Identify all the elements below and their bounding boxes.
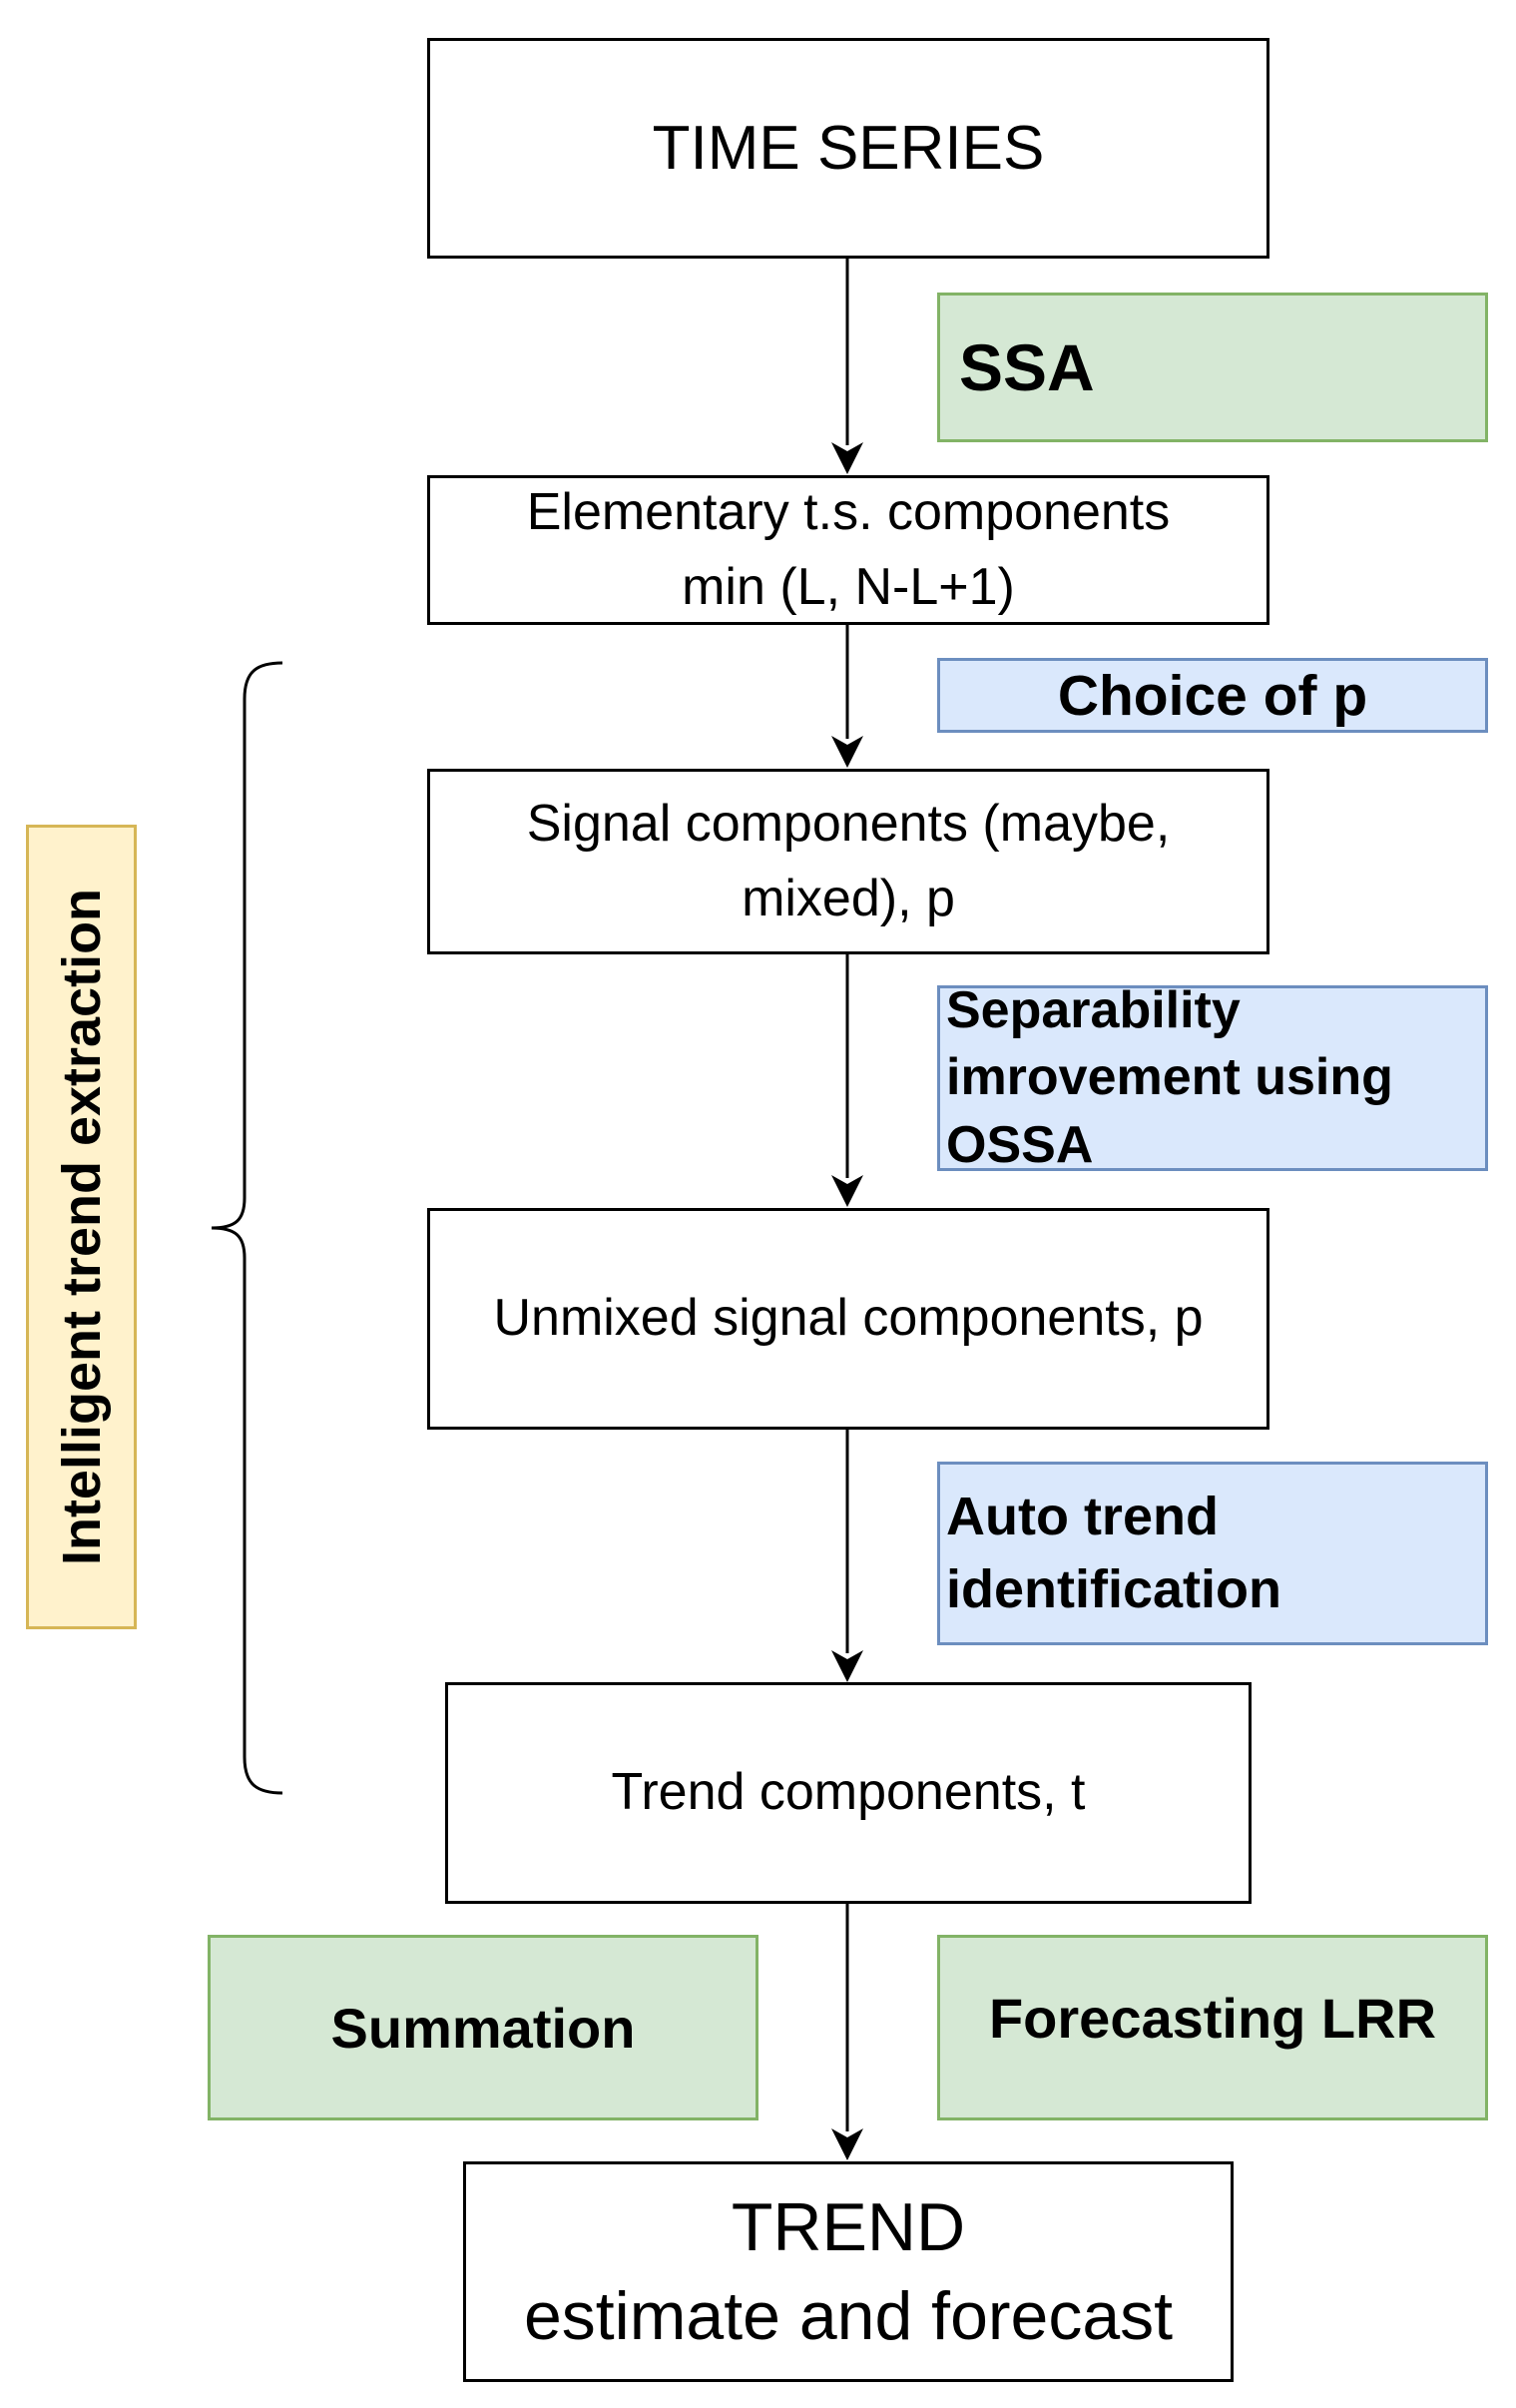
intelligent-trend-extraction-label: Intelligent trend extraction bbox=[26, 825, 137, 1629]
step-separability-line2: imrovement using bbox=[946, 1048, 1393, 1107]
arrow-unmixed-to-trend-components bbox=[831, 1429, 863, 1682]
step-summation-label: Summation bbox=[330, 1996, 636, 2060]
curly-brace bbox=[211, 661, 283, 1795]
node-trend-components-label: Trend components, t bbox=[611, 1763, 1086, 1822]
node-signal-components: Signal components (maybe, mixed), p bbox=[427, 769, 1269, 954]
step-auto-trend-line1: Auto trend bbox=[946, 1487, 1219, 1547]
node-time-series: TIME SERIES bbox=[427, 38, 1269, 259]
arrow-trend-components-to-trend bbox=[831, 1904, 863, 2160]
step-separability-line3: OSSA bbox=[946, 1115, 1094, 1174]
arrow-elementary-to-signal bbox=[831, 625, 863, 768]
node-elementary-components: Elementary t.s. components min (L, N-L+1… bbox=[427, 475, 1269, 625]
step-auto-trend-identification: Auto trend identification bbox=[937, 1462, 1488, 1645]
node-signal-line1: Signal components (maybe, bbox=[526, 794, 1171, 853]
node-trend-estimate-forecast: TREND estimate and forecast bbox=[463, 2161, 1234, 2382]
step-choice-of-p: Choice of p bbox=[937, 658, 1488, 733]
arrow-signal-to-unmixed bbox=[831, 954, 863, 1207]
node-unmixed-label: Unmixed signal components, p bbox=[493, 1289, 1204, 1348]
node-time-series-label: TIME SERIES bbox=[652, 113, 1045, 183]
step-auto-trend-line2: identification bbox=[946, 1559, 1281, 1619]
arrow-time-series-to-elementary bbox=[831, 258, 863, 474]
step-forecasting-label: Forecasting LRR bbox=[988, 1987, 1437, 2050]
step-forecasting-lrr: Forecasting LRR bbox=[937, 1935, 1488, 2120]
node-trend-components: Trend components, t bbox=[445, 1682, 1252, 1904]
node-signal-line2: mixed), p bbox=[742, 870, 955, 927]
step-separability: Separability imrovement using OSSA bbox=[937, 981, 1488, 1174]
step-ssa: SSA bbox=[937, 293, 1488, 442]
step-ssa-label: SSA bbox=[959, 330, 1095, 404]
node-elementary-line2: min (L, N-L+1) bbox=[682, 558, 1015, 616]
intelligent-trend-extraction-text: Intelligent trend extraction bbox=[51, 888, 112, 1566]
step-separability-line1: Separability bbox=[946, 980, 1241, 1039]
step-summation: Summation bbox=[208, 1935, 758, 2120]
step-choice-of-p-label: Choice of p bbox=[1057, 663, 1368, 728]
node-trend-line1: TREND bbox=[731, 2189, 966, 2266]
node-trend-line2: estimate and forecast bbox=[523, 2277, 1174, 2354]
node-elementary-line1: Elementary t.s. components bbox=[526, 482, 1171, 541]
node-unmixed-signal-components: Unmixed signal components, p bbox=[427, 1208, 1269, 1430]
